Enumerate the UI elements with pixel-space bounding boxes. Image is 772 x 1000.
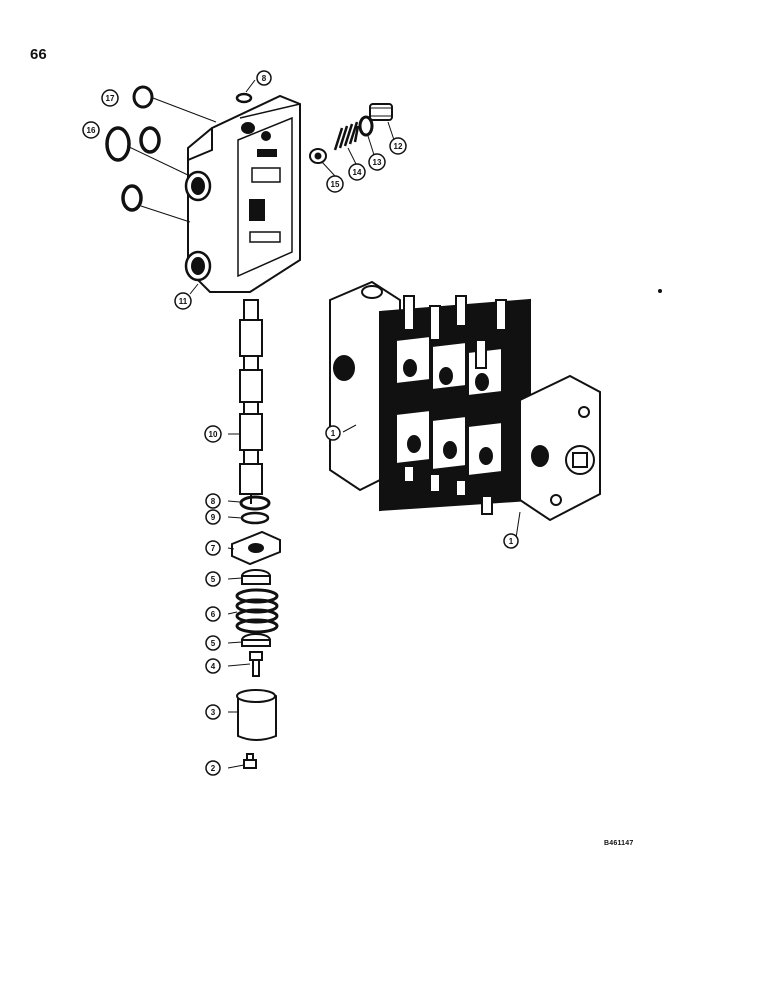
- svg-text:4: 4: [211, 662, 216, 671]
- o-ring-8-top: [235, 92, 253, 104]
- svg-text:10: 10: [209, 430, 218, 439]
- bolt-4: [249, 651, 263, 677]
- poppet-15: [309, 148, 327, 164]
- callout-10: 10: [204, 425, 222, 443]
- plate-7: [231, 530, 281, 566]
- page-number: 66: [30, 46, 47, 63]
- spring-6: [235, 588, 279, 634]
- svg-text:11: 11: [179, 297, 188, 306]
- svg-text:8: 8: [211, 497, 216, 506]
- svg-text:2: 2: [211, 764, 216, 773]
- screw-2: [243, 753, 257, 769]
- callout-4: 4: [205, 658, 221, 674]
- stray-dot: [658, 289, 662, 293]
- svg-text:6: 6: [211, 610, 216, 619]
- assembled-control-valve: [329, 280, 601, 522]
- svg-text:5: 5: [211, 575, 216, 584]
- svg-text:1: 1: [509, 537, 514, 546]
- callout-9: 9: [205, 509, 221, 525]
- callout-3: 3: [205, 704, 221, 720]
- washer-9: [240, 511, 270, 525]
- callout-13: 13: [368, 153, 386, 171]
- callout-8-top: 8: [256, 70, 272, 86]
- callout-5-top: 5: [205, 571, 221, 587]
- callout-2: 2: [205, 760, 221, 776]
- valve-section-housing: [184, 94, 301, 293]
- svg-text:13: 13: [373, 158, 382, 167]
- svg-text:7: 7: [211, 544, 216, 553]
- svg-text:16: 16: [87, 126, 96, 135]
- callout-7: 7: [205, 540, 221, 556]
- callout-8-spool: 8: [205, 493, 221, 509]
- callout-16: 16: [82, 121, 100, 139]
- svg-text:14: 14: [353, 168, 362, 177]
- spool-10: [239, 299, 263, 504]
- svg-text:12: 12: [394, 142, 403, 151]
- svg-text:3: 3: [211, 708, 216, 717]
- callout-1-left: 1: [325, 425, 341, 441]
- figure-code: B461147: [604, 840, 634, 847]
- callout-6: 6: [205, 606, 221, 622]
- svg-text:5: 5: [211, 639, 216, 648]
- callout-17: 17: [101, 89, 119, 107]
- callout-14: 14: [348, 163, 366, 181]
- svg-text:15: 15: [331, 180, 340, 189]
- callout-5-bottom: 5: [205, 635, 221, 651]
- plug-12: [369, 103, 393, 121]
- callout-12: 12: [389, 137, 407, 155]
- spring-14: [333, 121, 360, 151]
- callout-15: 15: [326, 175, 344, 193]
- o-ring-17: [132, 85, 154, 109]
- o-ring-13: [358, 115, 374, 137]
- spring-seat-5-top: [241, 569, 271, 585]
- svg-text:17: 17: [106, 94, 115, 103]
- callout-11: 11: [174, 292, 192, 310]
- o-ring-8-spool: [239, 495, 271, 511]
- cap-3: [236, 689, 277, 741]
- svg-text:1: 1: [331, 429, 336, 438]
- o-rings-16: [105, 126, 161, 212]
- svg-text:9: 9: [211, 513, 216, 522]
- callout-1-bottom: 1: [503, 533, 519, 549]
- leader-lines: [126, 79, 521, 769]
- svg-text:8: 8: [262, 74, 267, 83]
- spring-seat-5-bottom: [241, 633, 271, 647]
